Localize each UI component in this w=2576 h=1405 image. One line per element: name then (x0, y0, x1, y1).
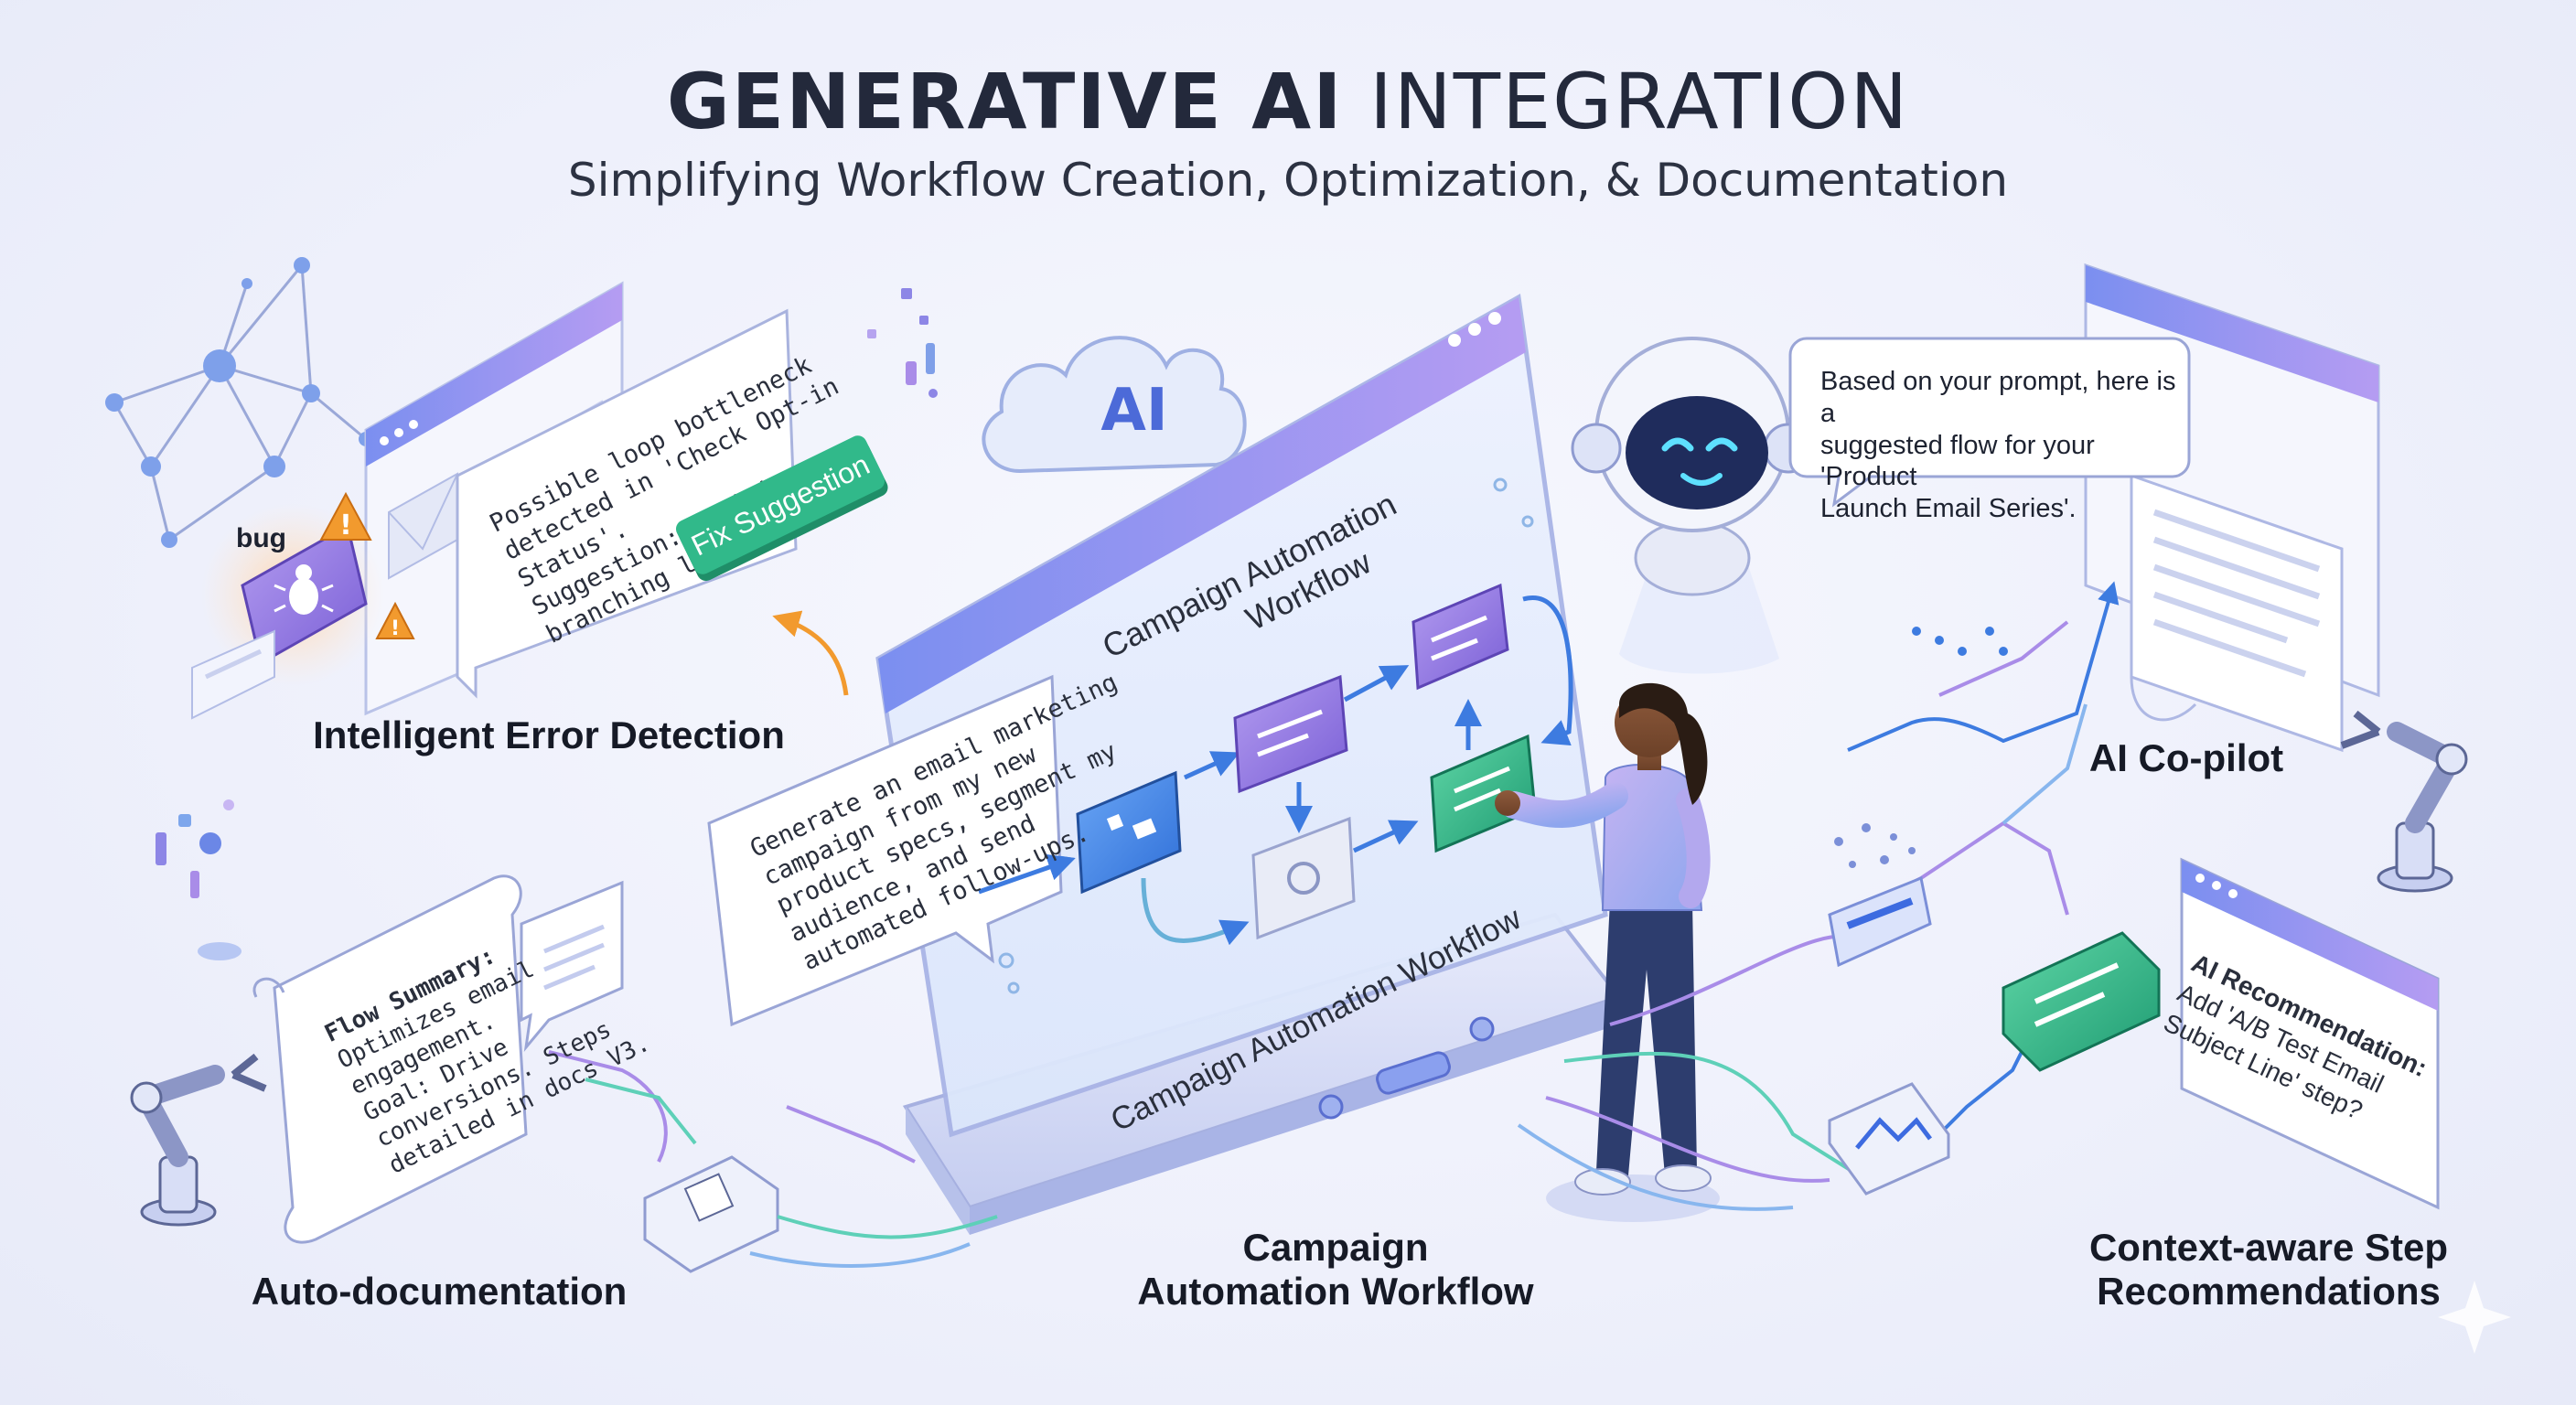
workflow-node-blue (1076, 770, 1182, 895)
workflow-canvas (875, 294, 1623, 1235)
label-error-detection: Intelligent Error Detection (313, 713, 785, 756)
particles-decoration (156, 288, 938, 960)
warning-icon: ! (319, 491, 372, 542)
workflow-node-purple-1 (1233, 674, 1348, 794)
network-graph-icon (113, 264, 367, 542)
copilot-bubble-shape (1788, 337, 2191, 508)
workflow-node-purple-2 (1411, 583, 1509, 691)
hologram-emitter-icon (1828, 823, 1932, 968)
page-subtitle: Simplifying Workflow Creation, Optimizat… (567, 154, 2009, 207)
svg-text:AI: AI (1100, 377, 1167, 445)
documentation-scroll-icon (252, 874, 528, 1244)
circuit-lines-left (548, 1050, 998, 1268)
sparkle-icon (2438, 1281, 2511, 1354)
label-campaign-workflow: Campaign Automation Workflow (1137, 1226, 1534, 1314)
page-title: GENERATIVE AI INTEGRATION (666, 57, 1910, 146)
robot-arm-icon-right (2340, 710, 2468, 893)
robot-arm-icon-left (130, 1053, 267, 1227)
recommendation-node-green (2002, 931, 2161, 1072)
svg-text:!: ! (339, 509, 352, 542)
network-nodes (105, 257, 373, 548)
image-card-icon (1828, 1082, 1950, 1196)
chat-doc-bubble-icon (520, 880, 624, 1053)
dots-decoration (1912, 627, 2008, 656)
copilot-bubble-text: Based on your prompt, here is a suggeste… (1820, 367, 2176, 524)
workflow-node-gray (1251, 816, 1356, 940)
workflow-connectors (1014, 595, 1573, 946)
label-ai-copilot: AI Co-pilot (2088, 736, 2284, 779)
prompt-bubble-shape (707, 674, 1076, 1027)
bug-tag: bug (236, 523, 286, 553)
bug-icon (274, 564, 334, 615)
warning-icon-small: ! (375, 601, 415, 640)
recommendation-card-shape (2180, 857, 2440, 1210)
error-detection-illustration: ! ! (191, 281, 849, 720)
label-step-recommendations: Context-aware Step Recommendations (2088, 1226, 2449, 1314)
person-figure (1495, 682, 1720, 1222)
label-auto-documentation: Auto-documentation (251, 1270, 628, 1313)
robot-assistant-icon (1571, 337, 1814, 674)
ai-cloud-icon: AI (982, 336, 1247, 474)
svg-text:!: ! (391, 617, 400, 640)
document-card-icon (643, 1155, 779, 1273)
